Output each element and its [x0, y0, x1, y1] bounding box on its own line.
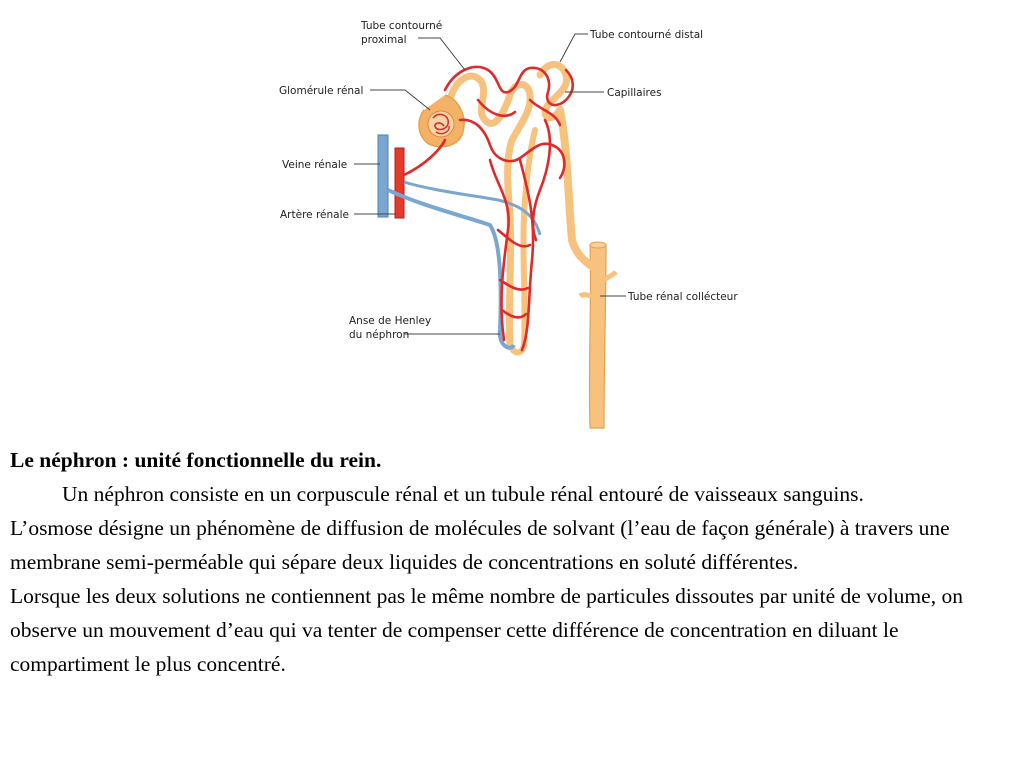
glomerulus	[418, 94, 465, 148]
leader-lines	[354, 33, 626, 335]
paragraph-osmose: L’osmose désigne un phénomène de diffusi…	[10, 516, 950, 574]
label-henley-line1: Anse de Henley	[349, 315, 431, 327]
capillaries	[402, 65, 575, 352]
label-capillaires: Capillaires	[607, 87, 662, 99]
paragraph-nephron: Un néphron consiste en un corpuscule rén…	[62, 482, 864, 506]
text-block: Le néphron : unité fonctionnelle du rein…	[10, 443, 1015, 681]
heading: Le néphron : unité fonctionnelle du rein…	[10, 448, 382, 472]
paragraph-mouvement: Lorsque les deux solutions ne contiennen…	[10, 584, 963, 676]
label-proximal-line2: proximal	[361, 34, 407, 46]
collecting-duct	[578, 241, 618, 429]
distal-tubule	[536, 61, 598, 272]
label-distal: Tube contourné distal	[589, 29, 703, 41]
label-collecteur: Tube rénal collécteur	[627, 291, 738, 303]
proximal-tubule	[446, 72, 538, 356]
label-glomerule: Glomérule rénal	[279, 85, 363, 97]
label-artere: Artère rénale	[280, 209, 349, 221]
label-veine: Veine rénale	[282, 159, 347, 171]
label-henley-line2: du néphron	[349, 329, 409, 341]
nephron-diagram: Tube contourné proximal Tube contourné d…	[279, 20, 738, 429]
label-proximal-line1: Tube contourné	[360, 20, 442, 32]
